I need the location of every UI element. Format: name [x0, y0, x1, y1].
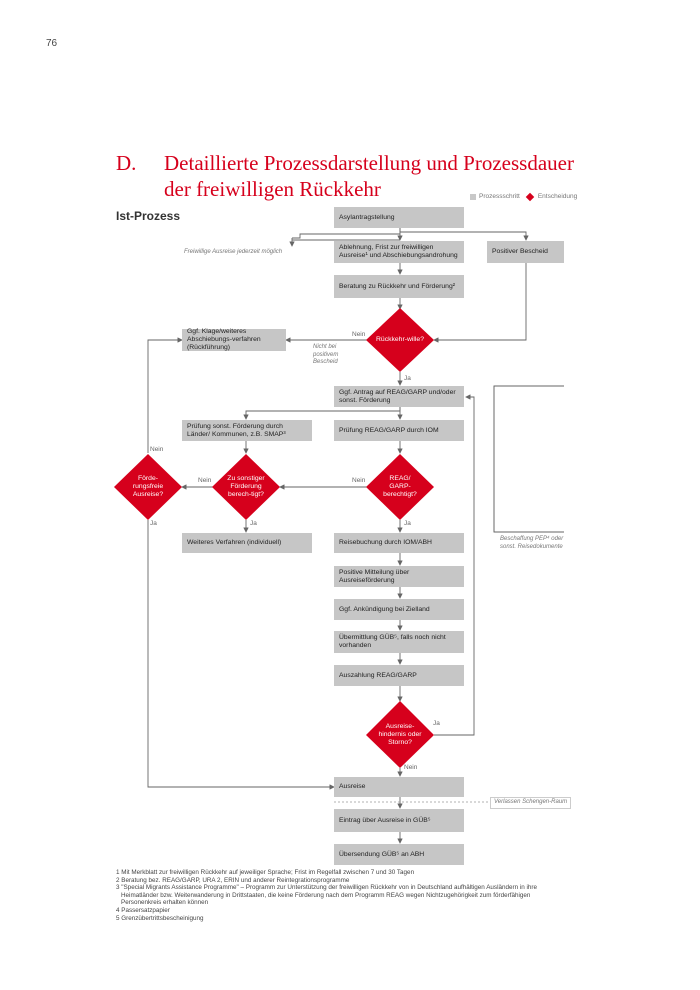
note-freiwillige-ausreise: Freiwillige Ausreise jederzeit möglich	[184, 249, 283, 255]
diamond-reag	[366, 454, 434, 520]
box-antrag: Ggf. Antrag auf REAG/GARP und/oder sonst…	[334, 386, 464, 407]
box-asylantragstellung: Asylantragstellung	[334, 207, 464, 228]
decision-rueckkehrwille: Rückkehr-wille?	[376, 336, 424, 343]
diamond-rueckkehrwille	[366, 308, 434, 372]
box-reisebuchung: Reisebuchung durch IOM/ABH	[334, 533, 464, 553]
box-positiver-bescheid: Positiver Bescheid	[487, 241, 564, 263]
decision-reag-berechtigt: REAG/ GARP-berechtigt?	[383, 475, 417, 498]
label-ja-sonstige: Ja	[250, 520, 257, 527]
box-uebersendung: Übersendung GÜB⁵ an ABH	[334, 844, 464, 865]
decision-sonstige-foerderung: Zu sonstiger Förderung berech-tigt?	[227, 475, 265, 498]
box-mitteilung: Positive Mitteilung über Ausreiseförderu…	[334, 566, 464, 587]
decision-foerderungsfreie-ausreise: Förde-rungsfreie Ausreise?	[132, 475, 164, 498]
diamond-sonstige	[212, 454, 280, 520]
footnote-4: 4 Passersatzpapier	[116, 906, 170, 914]
decision-ausreisehindernis: Ausreise-hindernis oder Storno?	[378, 723, 422, 746]
label-ja-rueckkehr: Ja	[404, 375, 411, 382]
footnote-3: 3 "Special Migrants Assistance Programme…	[116, 884, 537, 892]
box-ankuendigung: Ggf. Ankündigung bei Zielland	[334, 599, 464, 620]
box-beratung: Beratung zu Rückkehr und Förderung²	[334, 275, 464, 298]
box-pruefung-sonst: Prüfung sonst. Förderung durch Länder/ K…	[182, 420, 312, 441]
label-ja-reag: Ja	[404, 520, 411, 527]
footnote-2: 2 Beratung bez. REAG/GARP, URA 2, ERIN u…	[116, 876, 350, 884]
box-ablehnung: Ablehnung, Frist zur freiwilligen Ausrei…	[334, 241, 464, 263]
box-weiteres-verfahren: Weiteres Verfahren (individuell)	[182, 533, 312, 553]
label-nein-reag: Nein	[352, 477, 366, 484]
box-ausreise: Ausreise	[334, 777, 464, 797]
legend-process-step: Prozessschritt	[479, 193, 520, 200]
note-schengen: Verlassen Schengen-Raum	[490, 797, 572, 809]
legend: Prozessschritt Entscheidung	[470, 192, 578, 201]
box-klage: Ggf. Klage/weiteres Abschiebungs-verfahr…	[182, 328, 286, 351]
note-beschaffung: Beschaffung PEP⁴ oder sonst. Reisedokume…	[500, 536, 564, 550]
label-ja-foerderungsfrei: Ja	[150, 520, 157, 527]
diamond-ausreisehindernis	[366, 701, 434, 768]
box-uebermittlung: Übermittlung GÜB⁵, falls noch nicht vorh…	[334, 631, 464, 653]
footnote-3-cont-2: Personenkreis erhalten können	[121, 899, 209, 907]
diamond-foerderungsfrei	[114, 454, 182, 520]
legend-decision: Entscheidung	[537, 193, 578, 200]
footnote-3-cont-1: Heimatländer bzw. Weiterwanderung in Dri…	[121, 891, 531, 899]
label-nein-sonstige: Nein	[198, 477, 212, 484]
footnotes: 1 Mit Merkblatt zur freiwilligen Rückkeh…	[116, 869, 586, 922]
box-auszahlung: Auszahlung REAG/GARP	[334, 665, 464, 686]
title-line-1: Detaillierte Prozessdarstellung und Proz…	[164, 151, 574, 175]
process-step-swatch	[470, 193, 476, 200]
box-pruefung-iom: Prüfung REAG/GARP durch IOM	[334, 420, 464, 441]
footnote-5: 5 Grenzübertrittsbescheinigung	[116, 914, 204, 922]
label-nein-foerderungsfrei: Nein	[150, 446, 164, 453]
footnote-1: 1 Mit Merkblatt zur freiwilligen Rückkeh…	[116, 869, 415, 876]
box-eintrag: Eintrag über Ausreise in GÜB⁵	[334, 809, 464, 832]
label-nein-ausreisehindernis: Nein	[404, 764, 418, 771]
subheading: Ist-Prozess	[116, 209, 181, 223]
title-line-2: der freiwilligen Rückkehr	[164, 177, 381, 201]
label-nein-rueckkehr: Nein	[352, 331, 366, 338]
chapter-letter: D.	[116, 151, 137, 175]
page-number: 76	[46, 38, 58, 49]
label-ja-ausreisehindernis: Ja	[433, 720, 440, 727]
note-nicht-positiv: Nicht bei positivem Bescheid	[313, 344, 339, 365]
